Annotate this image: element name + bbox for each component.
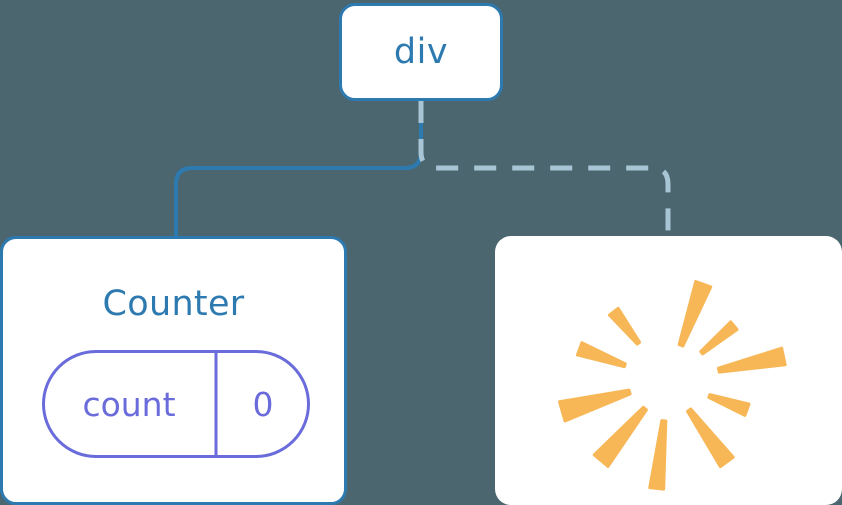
edge-root-to-rerender <box>418 101 671 236</box>
node-div-label: div <box>393 31 449 72</box>
state-pill-outline <box>42 350 310 458</box>
edge-root-to-counter <box>174 99 423 238</box>
node-rerender[interactable] <box>495 236 842 505</box>
state-pill-key: count <box>82 384 176 424</box>
state-pill-value: 0 <box>252 384 274 424</box>
state-pill[interactable]: count 0 <box>42 350 310 458</box>
node-counter-label: Counter <box>102 284 245 324</box>
node-div[interactable]: div <box>339 3 503 101</box>
